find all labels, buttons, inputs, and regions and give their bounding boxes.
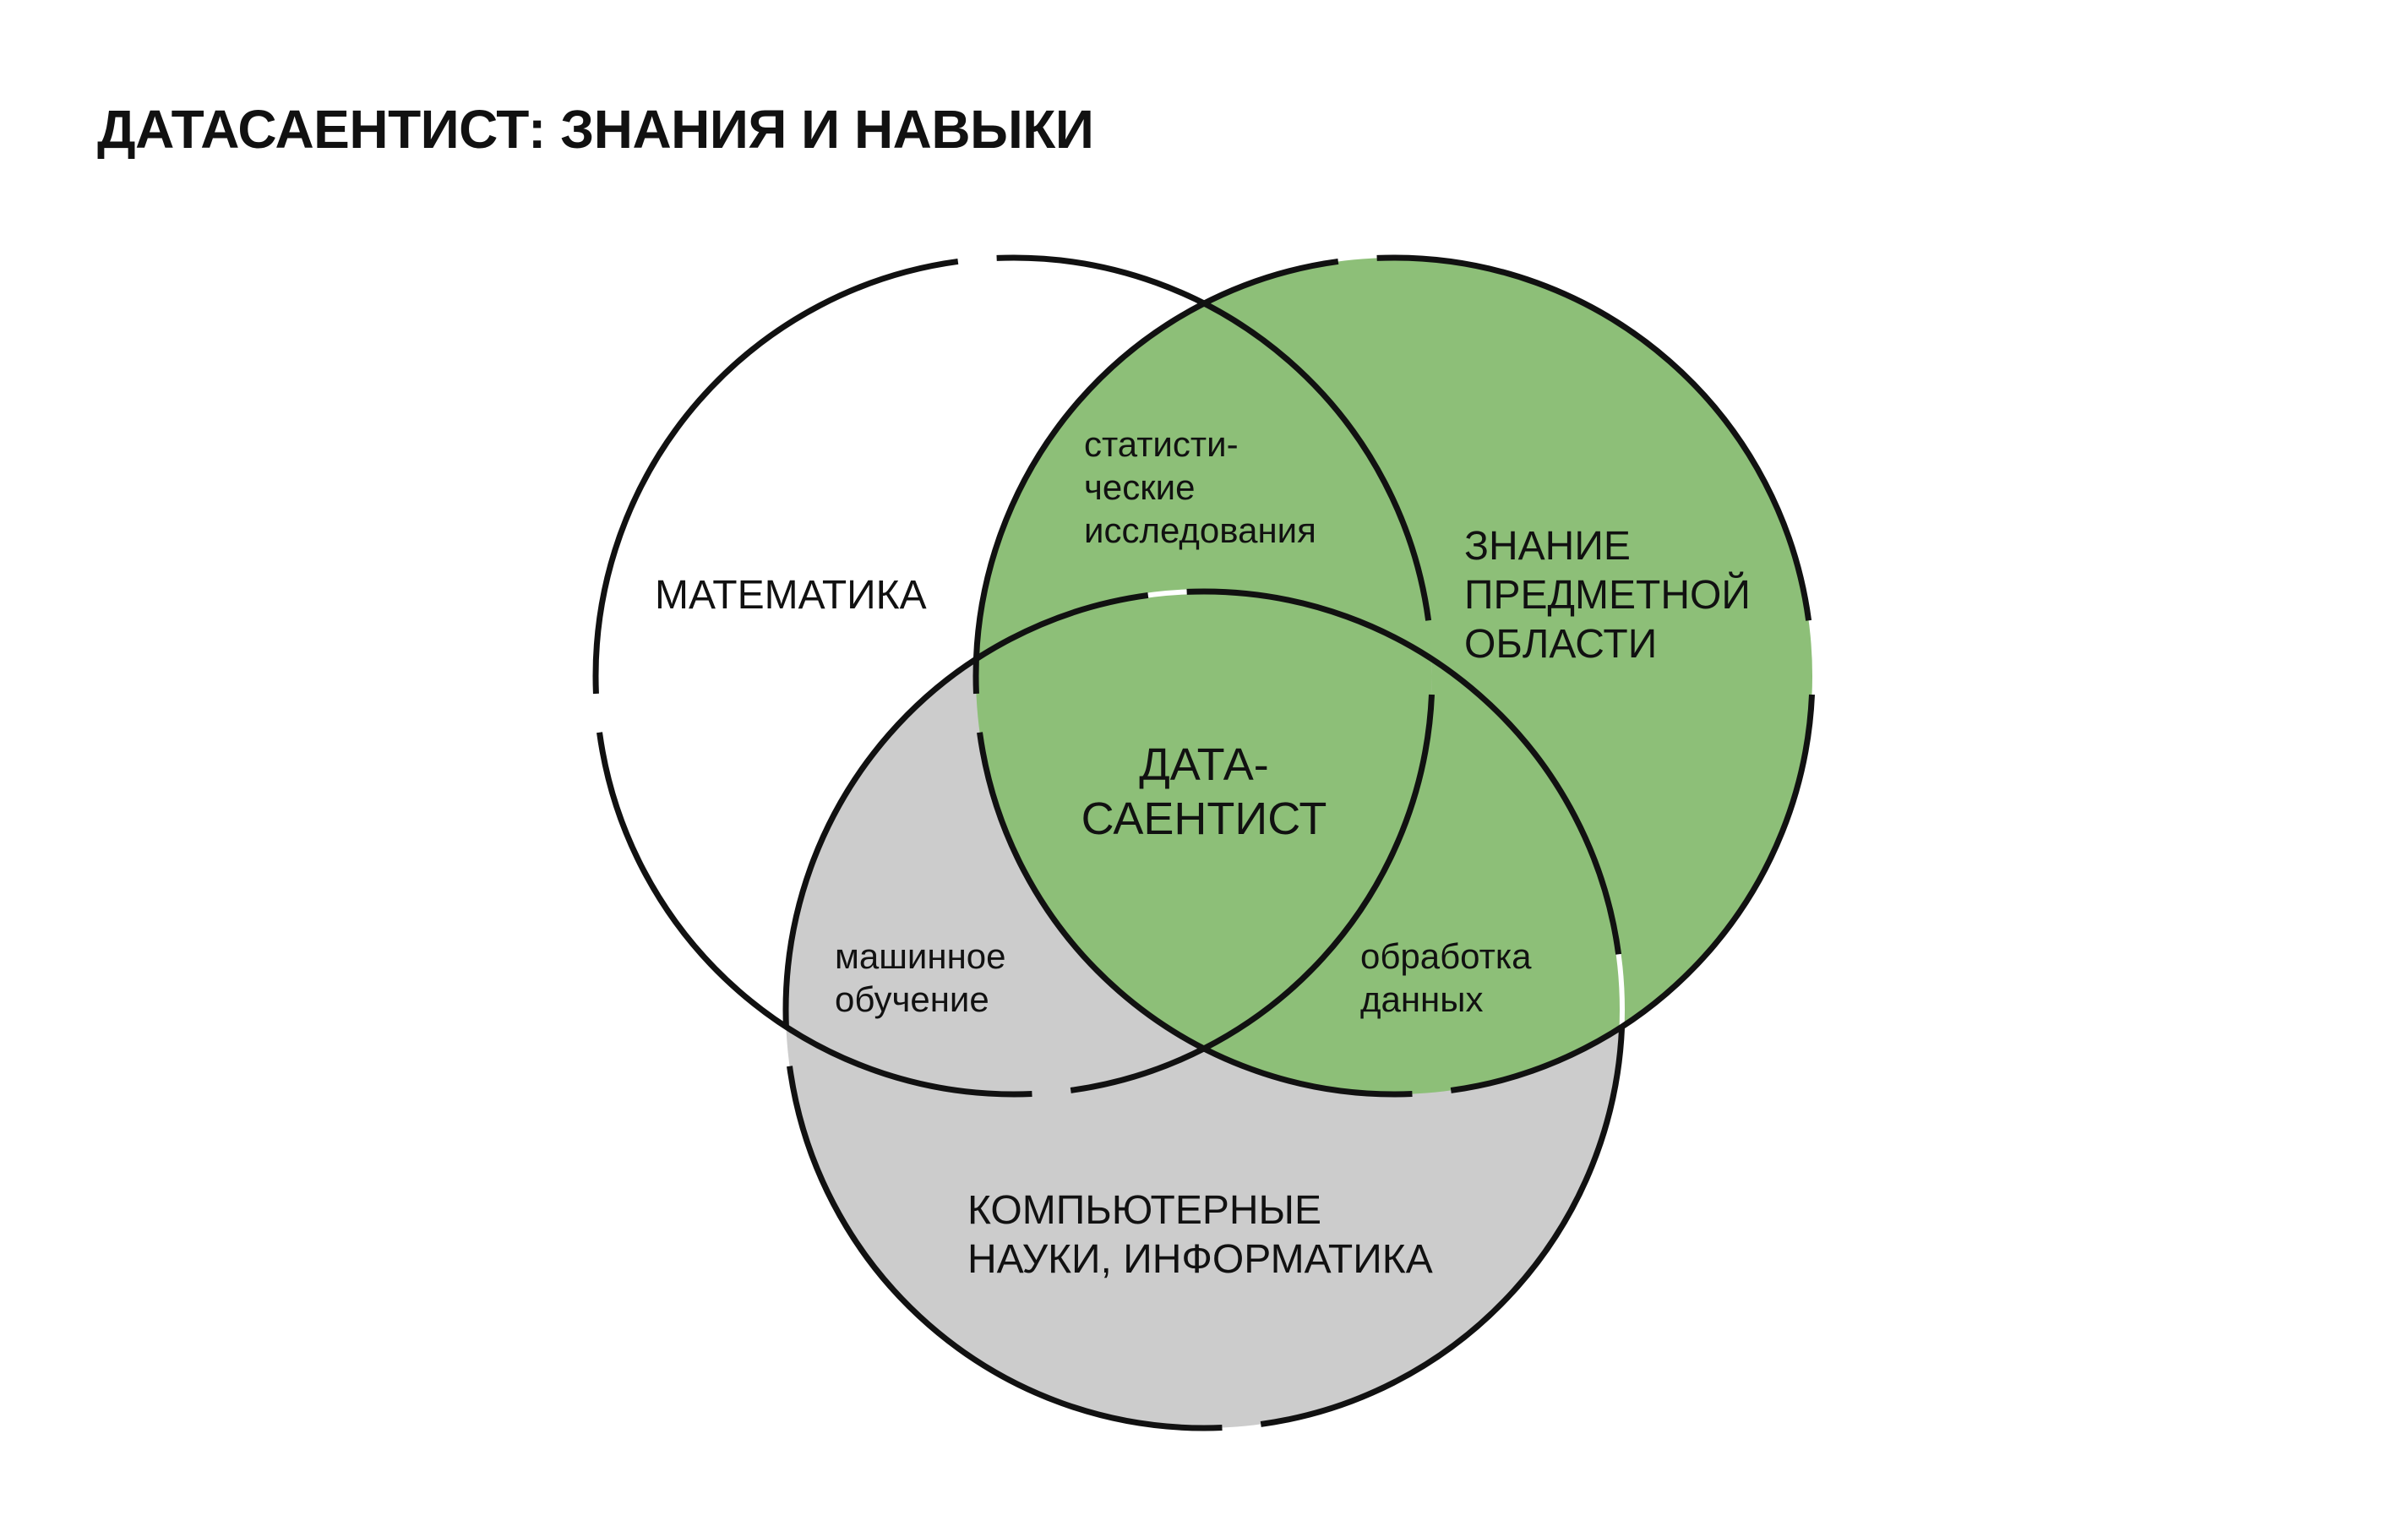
cs-label: КОМПЬЮТЕРНЫЕ НАУКИ, ИНФОРМАТИКА [967,1186,1433,1284]
math-domain-label-line-2: ческие [1084,467,1196,507]
data-scientist-label: ДАТА- САЕНТИСТ [1035,738,1373,846]
domain-label-line-1: ЗНАНИЕ [1464,524,1631,569]
math-domain-overlap-fill [976,258,1432,1094]
cs-label-line-2: НАУКИ, ИНФОРМАТИКА [967,1237,1433,1282]
domain-circle-outline [972,254,1816,1098]
math-cs-label-line-2: обучение [835,979,989,1019]
page-title: ДАТАСАЕНТИСТ: ЗНАНИЯ И НАВЫКИ [97,99,1094,160]
math-circle-outline [592,254,1436,1098]
math-cs-label-line-1: машинное [835,936,1006,976]
cs-circle-outline [782,588,1626,1431]
math-domain-label-line-3: исследования [1084,510,1316,550]
domain-cs-label-line-1: обработка [1360,936,1532,976]
data-scientist-label-line-1: ДАТА- [1139,739,1269,790]
domain-label-line-3: ОБЛАСТИ [1464,622,1658,667]
cs-label-line-1: КОМПЬЮТЕРНЫЕ [967,1188,1322,1233]
math-domain-label-line-1: статисти- [1084,424,1239,464]
math-label-line: МАТЕМАТИКА [655,573,927,618]
domain-label: ЗНАНИЕ ПРЕДМЕТНОЙ ОБЛАСТИ [1464,522,1751,669]
domain-cs-label: обработка данных [1360,935,1532,1021]
domain-label-line-2: ПРЕДМЕТНОЙ [1464,573,1751,618]
data-scientist-label-line-2: САЕНТИСТ [1081,793,1327,844]
math-domain-label: статисти- ческие исследования [1084,422,1316,552]
math-label: МАТЕМАТИКА [655,571,927,620]
math-cs-label: машинное обучение [835,935,1006,1021]
domain-cs-label-line-2: данных [1360,979,1484,1019]
